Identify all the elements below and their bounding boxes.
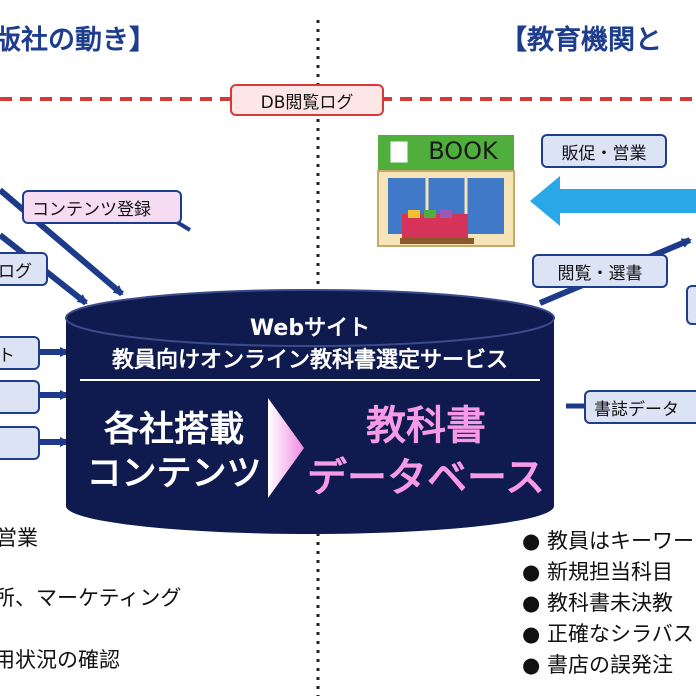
tag-content-registration: コンテンツ登録 (22, 190, 182, 224)
cylinder-right-label: 教科書 データベース (306, 400, 546, 504)
tag-left-5 (0, 426, 40, 460)
website-cylinder (65, 289, 555, 534)
cylinder-left-line1: 各社搭載 (103, 410, 244, 450)
tag-right-partial (686, 285, 696, 325)
bookstore-icon (377, 135, 515, 247)
cylinder-left-line2: コンテンツ (86, 454, 262, 494)
tag-sales: 販促・営業 (541, 134, 667, 168)
cylinder-right-line1: 教科書 (366, 403, 486, 449)
tag-bibliographic: 書誌データ (584, 390, 696, 424)
tag-browse: 閲覧・選書 (532, 254, 668, 288)
right-bullet-list: 教員はキーワー 新規担当科目 教科書未決教 正確なシラバス 書店の誤発注 (522, 526, 694, 681)
heading-left: 版社の動き】 (0, 25, 156, 56)
cylinder-left-label: 各社搭載 コンテンツ (84, 408, 264, 496)
arrow-left-1 (0, 187, 124, 297)
left-list-item-3: 用状況の確認 (0, 648, 120, 672)
list-item: 書店の誤発注 (522, 650, 694, 681)
db-log-tag: DB閲覧ログ (230, 84, 384, 116)
tag-left-3: ト (0, 336, 40, 370)
double-arrow-icon (530, 176, 696, 226)
tag-left-4 (0, 380, 40, 414)
list-item: 正確なシラバス (522, 619, 694, 650)
list-item: 教科書未決教 (522, 588, 694, 619)
left-list-item-1: 営業 (0, 526, 38, 550)
left-list-item-2: 所、マーケティング (0, 586, 182, 610)
heading-right: 【教育機関と (500, 25, 662, 56)
bookstore-sign: BOOK (428, 137, 498, 165)
cylinder-right-line2: データベース (307, 455, 545, 501)
cylinder-title-1: Webサイト (249, 316, 371, 341)
list-item: 教員はキーワー (522, 526, 694, 557)
tag-log: ログ (0, 252, 48, 286)
chevron-right-icon (268, 398, 304, 498)
cylinder-title-2: 教員向けオンライン教科書選定サービス (111, 348, 508, 373)
list-item: 新規担当科目 (522, 557, 694, 588)
